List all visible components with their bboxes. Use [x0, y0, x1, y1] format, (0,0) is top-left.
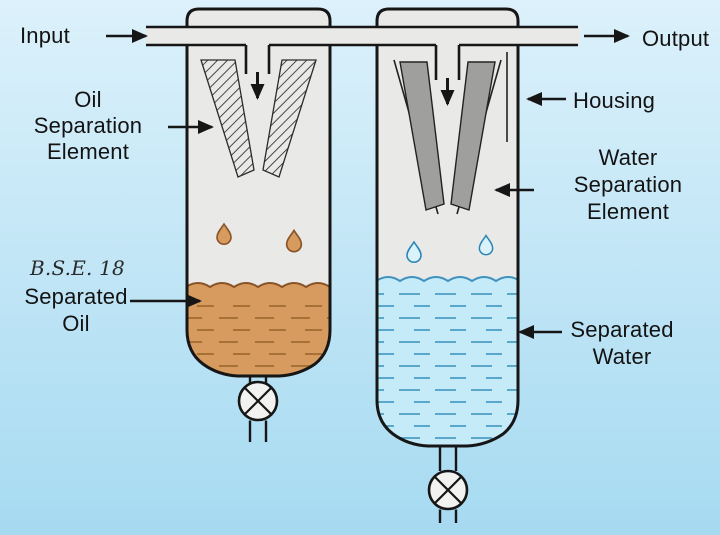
oil-separator-outline [185, 7, 332, 378]
output-label: Output [642, 26, 710, 51]
inlet-pipe [146, 27, 190, 45]
input-label: Input [20, 23, 70, 48]
pipes [146, 25, 580, 80]
water-droplet-icon [478, 234, 494, 256]
separated-oil-label: Separated Oil [24, 284, 128, 336]
water-separation-element-label: Water Separation Element [573, 145, 683, 224]
oil-separation-element-label: Oil Separation Element [33, 87, 143, 164]
connector-pipe [326, 27, 382, 45]
water-droplets [406, 234, 494, 263]
oil-droplet-icon [285, 228, 303, 253]
signature-label: B.S.E. 18 [30, 256, 125, 280]
water-separator-outline [375, 7, 520, 448]
oil-droplets [216, 222, 303, 253]
oil-droplet-icon [216, 222, 232, 245]
oil-drain-valve [237, 377, 279, 442]
separated-water-liquid [377, 276, 518, 446]
separated-oil-liquid [187, 282, 330, 376]
outlet-pipe [514, 27, 580, 45]
water-separation-element-graphic [393, 59, 502, 215]
housing-label: Housing [573, 88, 656, 113]
separated-water-label: Separated Water [570, 317, 674, 369]
water-droplet-icon [406, 240, 422, 263]
oil-separation-element-graphic [200, 59, 317, 178]
water-drain-valve [427, 447, 469, 523]
